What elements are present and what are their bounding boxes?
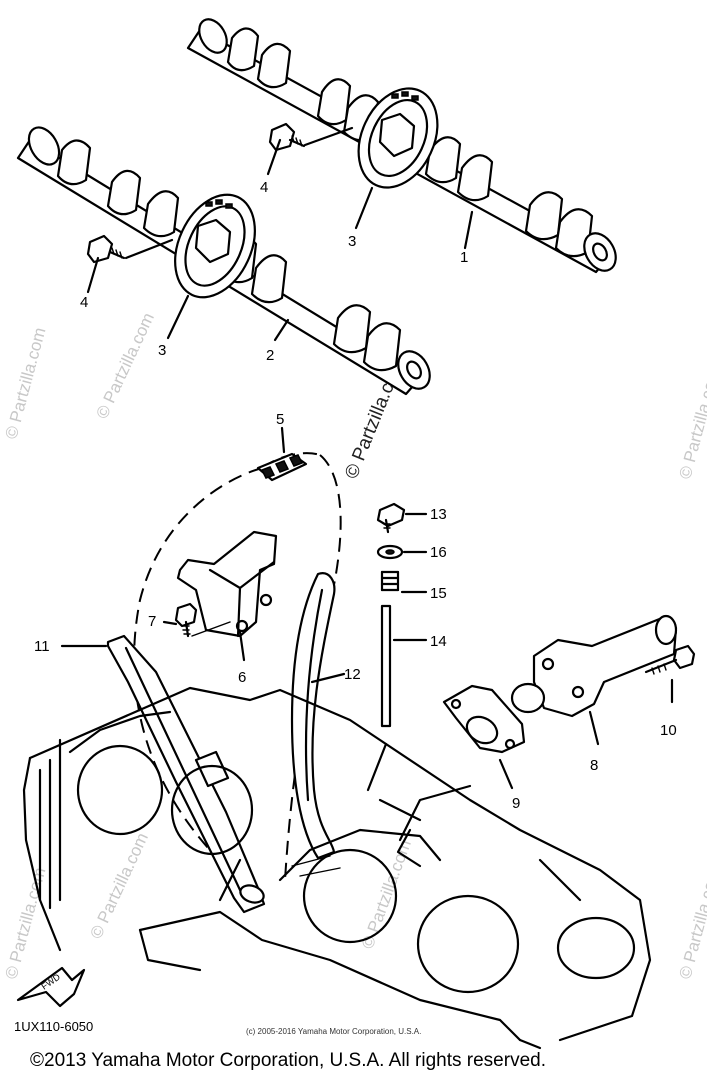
chain-link-5 — [256, 426, 308, 482]
small-copyright: (c) 2005-2016 Yamaha Motor Corporation, … — [246, 1027, 421, 1036]
sprocket-3-lower — [174, 193, 256, 299]
cylinder-block — [22, 686, 652, 1050]
tensioner-8 — [510, 614, 678, 746]
callout-2: 2 — [266, 347, 274, 364]
callout-1: 1 — [460, 249, 468, 266]
washer-16 — [376, 544, 428, 560]
callout-8: 8 — [590, 757, 598, 774]
callout-12: 12 — [344, 666, 361, 683]
watermark-left-bottom: © Partzilla.com — [2, 865, 50, 981]
callout-3-lower: 3 — [158, 342, 166, 359]
watermark-right-bottom: © Partzilla.com — [676, 865, 707, 981]
watermark-left-mid: © Partzilla.com — [92, 310, 158, 422]
rod-14 — [366, 604, 428, 792]
watermark-right-top: © Partzilla.com — [676, 365, 707, 481]
watermark-left-lower: © Partzilla.com — [86, 830, 152, 942]
tensioner-bolt-13 — [376, 502, 428, 534]
bolt-7 — [162, 602, 231, 638]
bolt-4-upper — [268, 122, 354, 152]
sprocket-3-upper — [357, 87, 439, 189]
copyright-notice: ©2013 Yamaha Motor Corporation, U.S.A. A… — [30, 1050, 546, 1071]
callout-6: 6 — [238, 669, 246, 686]
callout-9: 9 — [512, 795, 520, 812]
bolt-10 — [644, 644, 696, 704]
leader-lines-top — [86, 138, 474, 342]
callout-7: 7 — [148, 613, 156, 630]
watermark-center-lower: © Partzilla.com — [358, 837, 415, 951]
callout-numbers: 1 2 3 3 4 4 5 6 7 8 9 10 11 12 13 14 15 … — [34, 179, 677, 812]
callout-5: 5 — [276, 411, 284, 428]
callout-4-lower: 4 — [80, 294, 88, 311]
callout-3-upper: 3 — [348, 233, 356, 250]
watermark-left-top: © Partzilla.com — [2, 325, 50, 441]
bolt-4-lower — [86, 234, 174, 264]
fwd-arrow: FWD — [16, 966, 86, 1008]
callout-16: 16 — [430, 544, 447, 561]
spring-15 — [380, 570, 428, 594]
gasket-9 — [442, 684, 526, 790]
callout-10: 10 — [660, 722, 677, 739]
drawing-code: 1UX110-6050 — [14, 1019, 93, 1034]
callout-11: 11 — [34, 638, 50, 655]
callout-13: 13 — [430, 506, 447, 523]
callout-4-upper: 4 — [260, 179, 268, 196]
chain-guide-11 — [60, 634, 266, 914]
callout-15: 15 — [430, 585, 447, 602]
chain-guide-6 — [176, 530, 278, 662]
callout-14: 14 — [430, 633, 447, 650]
chain-guide-12 — [290, 572, 346, 860]
